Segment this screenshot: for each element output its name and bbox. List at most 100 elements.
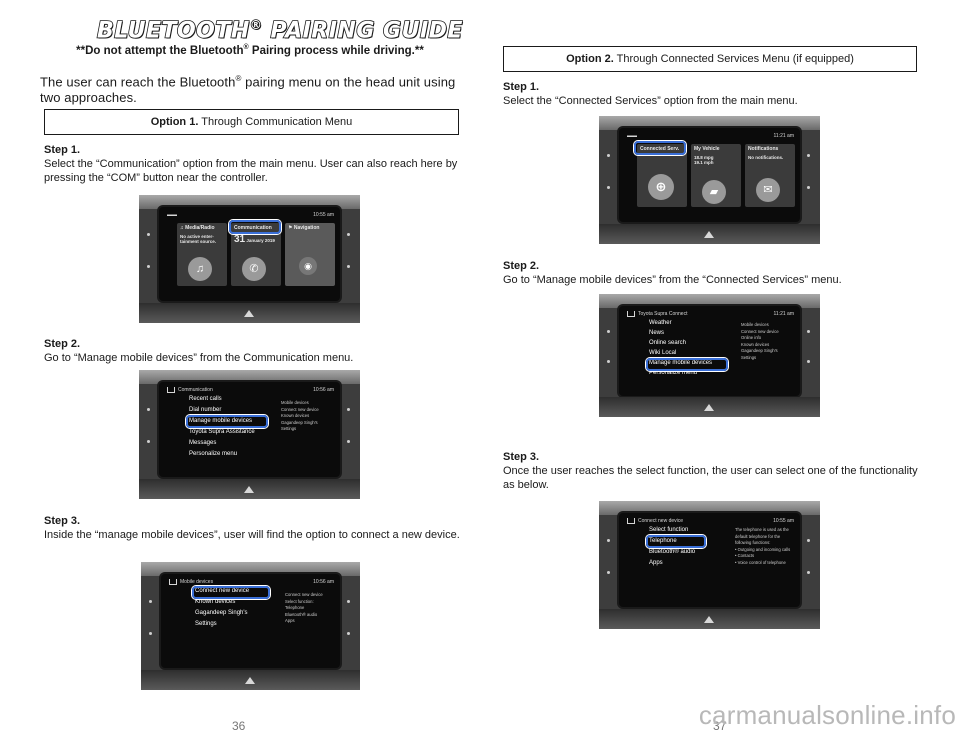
step-label: Step 1. [44,144,81,156]
menu-item-online-search[interactable]: Online search [649,340,687,346]
home-icon [627,310,635,317]
side-preview-list: Mobile devices Connect new device Known … [281,400,319,433]
tile-notifications[interactable]: Notifications No notifications. ✉ [745,144,795,207]
screen-bezel [599,294,820,308]
option1-step3: Step 3. Inside the “manage mobile device… [44,514,464,542]
head-unit-display: ▬▬10:55 am ♫ Media/Radio No active enter… [159,207,340,301]
side-item: • Contacts [735,553,755,558]
menu-title: Connect new device [638,518,684,524]
menu-item-messages[interactable]: Messages [189,440,217,446]
bezel-button[interactable] [807,571,810,574]
menu-item-wiki-local[interactable]: Wiki Local [649,350,677,356]
hazard-triangle-icon [244,310,254,317]
screenshot-main-menu-connected-services: ▬▬11:21 am Connected Serv. ⊕ My Vehicle … [599,116,820,244]
warning-suffix: Pairing process while driving.** [248,44,424,57]
side-item: Telephone [285,605,305,610]
screen-bezel [139,370,360,384]
bezel-button[interactable] [607,539,610,542]
menu-item-personalize[interactable]: Personalize menu [649,370,698,376]
tile-title: My Vehicle [694,146,720,152]
menu-item-news[interactable]: News [649,330,665,336]
selection-highlight [186,415,268,428]
option2-step1: Step 1. Select the “Connected Services” … [503,80,923,108]
bezel-button[interactable] [347,408,350,411]
bezel-button[interactable] [149,632,152,635]
bezel-button[interactable] [607,186,610,189]
tile-body: No notifications. [748,155,784,160]
bezel-button[interactable] [347,233,350,236]
menu-item-manage-mobile-devices[interactable]: Manage mobile devices [649,360,713,366]
bezel-button[interactable] [807,186,810,189]
step-text: Once the user reaches the select functio… [503,465,918,491]
menu-item-manage-mobile-devices[interactable]: Manage mobile devices [189,418,253,424]
option1-text: Through Communication Menu [198,116,353,128]
option2-step2: Step 2. Go to “Manage mobile devices” fr… [503,259,923,287]
step-label: Step 1. [503,81,540,93]
side-item: • Outgoing and incoming calls [735,546,791,552]
tile-title: Communication [234,225,272,231]
phone-icon: ✆ [242,257,266,281]
hazard-triangle-icon [244,486,254,493]
side-item: Settings [281,426,297,431]
bezel-button[interactable] [607,360,610,363]
menu-item-weather[interactable]: Weather [649,320,672,326]
average-speed: 19.1 mph [694,160,714,165]
clock: 10:55 am [773,518,794,524]
bezel-button[interactable] [347,632,350,635]
side-item: Mobile devices [281,400,309,405]
bezel-button[interactable] [607,330,610,333]
side-item: Gagandeep Singh's [741,348,778,353]
bezel-button[interactable] [807,154,810,157]
clock: 10:55 am [313,212,334,218]
bezel-button[interactable] [147,265,150,268]
side-item: following functions: [735,540,771,545]
envelope-icon: ✉ [756,178,780,202]
menu-item-connect-new-device[interactable]: Connect new device [195,588,250,594]
menu-item-telephone[interactable]: Telephone [649,538,677,544]
side-item: Mobile devices [741,322,769,327]
side-item: Select function: [285,598,314,604]
bezel-button[interactable] [347,600,350,603]
menu-item-personalize[interactable]: Personalize menu [189,451,238,457]
menu-item-settings[interactable]: Settings [195,621,217,627]
bezel-button[interactable] [147,440,150,443]
menu-item-dial-number[interactable]: Dial number [189,407,222,413]
bezel-button[interactable] [147,233,150,236]
bezel-button[interactable] [347,440,350,443]
step-text: Go to “Manage mobile devices” from the “… [503,274,842,286]
map-pin-icon: ◉ [299,257,317,275]
hazard-triangle-icon [245,677,255,684]
bezel-button[interactable] [147,408,150,411]
tile-title-text: Navigation [293,225,320,231]
intro-paragraph: The user can reach the Bluetooth® pairin… [40,71,465,106]
menu-item-recent-calls[interactable]: Recent calls [189,396,222,402]
option1-box: Option 1. Through Communication Menu [44,109,459,135]
tile-navigation[interactable]: ⚑ Navigation ◉ [285,223,335,286]
bezel-button[interactable] [347,265,350,268]
bezel-button[interactable] [607,154,610,157]
bezel-button[interactable] [807,539,810,542]
bezel-button[interactable] [807,330,810,333]
bezel-button[interactable] [607,571,610,574]
side-item: Connect new device [285,592,323,597]
menu-item-apps[interactable]: Apps [649,560,663,566]
menu-item-toyota-supra-assistance[interactable]: Toyota Supra Assistance [189,429,255,435]
watermark[interactable]: carmanualsonline.info [698,700,956,730]
tile-media-radio[interactable]: ♫ Media/Radio No active enter-tainment s… [177,223,227,286]
menu-item-known-devices[interactable]: Known devices [195,599,236,605]
menu-item-bluetooth-audio[interactable]: Bluetooth® audio [649,549,696,555]
screen-bezel [599,116,820,130]
bezel-button[interactable] [149,600,152,603]
menu-item-device-gagandeep[interactable]: Gagandeep Singh's [195,610,248,616]
tile-title: Notifications [748,146,779,152]
bezel-button[interactable] [807,360,810,363]
